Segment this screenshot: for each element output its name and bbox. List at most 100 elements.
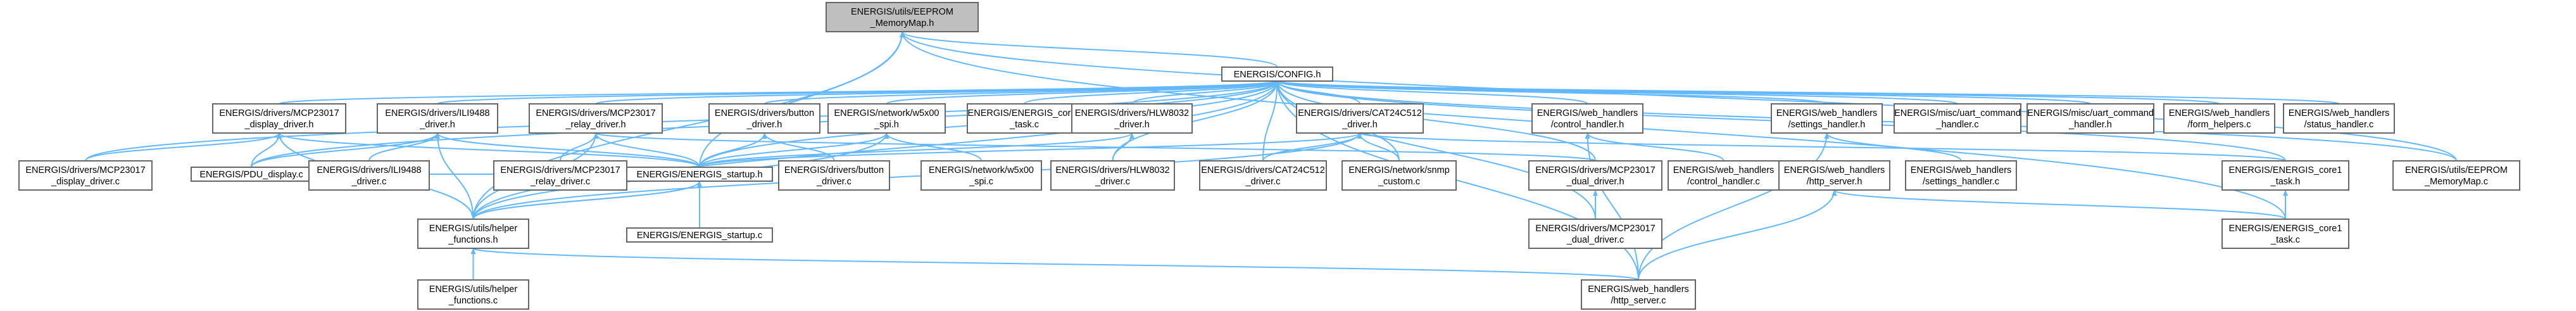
node-label-line: ENERGIS/drivers/CAT24C512 [1298,108,1422,118]
file-node-settings-handler-c[interactable]: ENERGIS/web_handlers/settings_handler.c [1905,160,2017,191]
node-label-line: ENERGIS/drivers/ILI9488 [317,165,421,175]
file-node-mcp-display-c[interactable]: ENERGIS/drivers/MCP23017_display_driver.… [18,160,153,191]
file-node-http-server-c[interactable]: ENERGIS/web_handlers/http_server.c [1581,279,1696,310]
node-box [626,167,773,182]
dependency-edges [85,31,2457,281]
file-node-core0-task-c[interactable]: ENERGIS/ENERGIS_core0_task.c [967,103,1082,134]
node-label-line: ENERGIS/drivers/MCP23017 [25,165,145,175]
node-label-line: ENERGIS/drivers/ILI9488 [385,108,489,118]
node-label-line: ENERGIS/drivers/MCP23017 [219,108,339,118]
file-node-mcp-relay-c[interactable]: ENERGIS/drivers/MCP23017_relay_driver.c [493,160,627,191]
include-edge-startup_h-to-mcp_display_h [277,132,700,168]
include-edge-mcp_relay_h-to-config [595,80,1279,105]
file-node-http-server-h[interactable]: ENERGIS/web_handlers/http_server.h [1778,160,1890,191]
include-edge-mcp_dual_h-to-mcp_relay_h [593,132,1596,162]
file-nodes: ENERGIS/utils/EEPROM_MemoryMap.hENERGIS/… [18,2,2520,310]
include-edge-startup_h-to-hlw8032_h [699,132,1134,168]
node-label-line: ENERGIS/ENERGIS_core1 [2229,165,2342,175]
node-label-line: _task.c [2270,235,2300,245]
file-node-form-helpers-c[interactable]: ENERGIS/web_handlers/form_helpers.c [2163,103,2275,134]
include-edge-pdu_display_c-to-ili9488_h [251,132,440,168]
node-box [1668,160,1780,191]
node-box [1199,160,1327,191]
file-node-cat24c512-c[interactable]: ENERGIS/drivers/CAT24C512_driver.c [1199,160,1327,191]
node-box [2026,103,2154,134]
file-node-uart-command-handler-c[interactable]: ENERGIS/misc/uart_command_handler.c [1894,103,2021,134]
node-box [2392,160,2520,191]
include-edge-http_server_c-to-helper_h [471,248,1639,281]
file-node-mcp-dual-c[interactable]: ENERGIS/drivers/MCP23017_dual_driver.c [1528,219,1662,249]
include-edge-status_handler_c-to-config [1275,80,2340,105]
node-box [1071,103,1193,134]
file-node-w5x00-spi-c[interactable]: ENERGIS/network/w5x00_spi.c [920,160,1042,191]
node-label-line: _driver.h [1341,120,1378,130]
node-label-line: _functions.c [448,296,498,306]
node-label-line: /http_server.c [1611,296,1666,306]
file-node-uart-command-handler-h[interactable]: ENERGIS/misc/uart_command_handler.h [2026,103,2154,134]
file-node-root[interactable]: ENERGIS/utils/EEPROM_MemoryMap.h [826,2,979,32]
file-node-mcp-relay-h[interactable]: ENERGIS/drivers/MCP23017_relay_driver.h [529,103,663,134]
include-edge-startup_h-to-cat24c512_h [699,132,1362,168]
file-node-button-h[interactable]: ENERGIS/drivers/button_driver.h [708,103,820,134]
node-label-line: ENERGIS/drivers/CAT24C512 [1201,165,1325,175]
file-node-eeprom-mm-c[interactable]: ENERGIS/utils/EEPROM_MemoryMap.c [2392,160,2520,191]
node-box [1221,67,1333,82]
include-edge-w5x00_spi_h-to-config [886,80,1280,105]
include-edge-helper_h-to-config [472,80,1280,220]
file-node-control-handler-h[interactable]: ENERGIS/web_handlers/control_handler.h [1531,103,1643,134]
node-label-line: _MemoryMap.c [2424,177,2488,187]
include-edge-mcp_display_c-to-config [85,80,1280,162]
node-box [778,160,890,191]
node-label-line: ENERGIS/utils/helper [429,224,518,234]
node-label-line: _relay_driver.c [530,177,590,187]
file-node-hlw8032-h[interactable]: ENERGIS/drivers/HLW8032_driver.h [1071,103,1193,134]
file-node-core1-task-c[interactable]: ENERGIS/ENERGIS_core1_task.c [2221,219,2349,249]
node-label-line: ENERGIS/ENERGIS_core1 [2229,224,2342,234]
file-node-core1-task-h[interactable]: ENERGIS/ENERGIS_core1_task.h [2221,160,2349,191]
node-box [1296,103,1424,134]
file-node-startup-h[interactable]: ENERGIS/ENERGIS_startup.h [626,167,773,182]
file-node-helper-h[interactable]: ENERGIS/utils/helper_functions.h [417,219,529,249]
file-node-ili9488-c[interactable]: ENERGIS/drivers/ILI9488_driver.c [308,160,430,191]
node-label-line: _driver.h [419,120,455,130]
node-label-line: ENERGIS/network/snmp [1348,165,1450,175]
node-box [1050,160,1175,191]
node-box [1771,103,1883,134]
node-box [2221,160,2349,191]
file-node-button-c[interactable]: ENERGIS/drivers/button_driver.c [778,160,890,191]
node-box [1528,219,1662,249]
node-box [626,227,773,243]
file-node-w5x00-spi-h[interactable]: ENERGIS/network/w5x00_spi.h [827,103,946,134]
node-label-line: ENERGIS/web_handlers [1588,284,1689,295]
file-node-hlw8032-c[interactable]: ENERGIS/drivers/HLW8032_driver.c [1050,160,1175,191]
include-edge-w5x00_spi_c-to-w5x00_spi_h [884,132,982,162]
node-box [1341,160,1457,191]
include-edge-control_handler_h-to-config [1274,80,1588,105]
node-label-line: /control_handler.h [1551,120,1624,130]
node-label-line: _MemoryMap.h [870,18,934,29]
node-label-line: ENERGIS/drivers/button [715,108,814,118]
file-node-ili9488-h[interactable]: ENERGIS/drivers/ILI9488 _driver.h [377,103,498,134]
node-label-line: ENERGIS/web_handlers [1673,165,1775,175]
node-label-line: ENERGIS/misc/uart_command [2027,108,2154,118]
file-node-pdu-display-c[interactable]: ENERGIS/PDU_display.c [191,167,312,182]
include-edge-startup_h-to-mcp_relay_h [593,132,700,168]
node-label-line: _driver.h [1114,120,1150,130]
node-label-line: _spi.c [969,177,993,187]
node-box [1905,160,2017,191]
file-node-cat24c512-h[interactable]: ENERGIS/drivers/CAT24C512 _driver.h [1296,103,1424,134]
node-label-line: ENERGIS/misc/uart_command [1894,108,2021,118]
file-node-control-handler-c[interactable]: ENERGIS/web_handlers/control_handler.c [1668,160,1780,191]
file-node-helper-c[interactable]: ENERGIS/utils/helper_functions.c [417,279,529,310]
file-node-status-handler-c[interactable]: ENERGIS/web_handlers/status_handler.c [2283,103,2395,134]
file-node-config[interactable]: ENERGIS/CONFIG.h [1221,67,1333,82]
file-node-mcp-dual-h[interactable]: ENERGIS/drivers/MCP23017_dual_driver.h [1528,160,1662,191]
include-edge-control_handler_c-to-control_handler_h [1585,132,1725,162]
include-edge-helper_h-to-cat24c512_h [472,132,1362,220]
node-label-line: ENERGIS/drivers/HLW8032 [1055,165,1169,175]
file-node-startup-c[interactable]: ENERGIS/ENERGIS_startup.c [626,227,773,243]
node-box [529,103,663,134]
file-node-snmp-custom-c[interactable]: ENERGIS/network/snmp_custom.c [1341,160,1457,191]
file-node-settings-handler-h[interactable]: ENERGIS/web_handlers/settings_handler.h [1771,103,1883,134]
file-node-mcp-display-h[interactable]: ENERGIS/drivers/MCP23017_display_driver.… [212,103,346,134]
